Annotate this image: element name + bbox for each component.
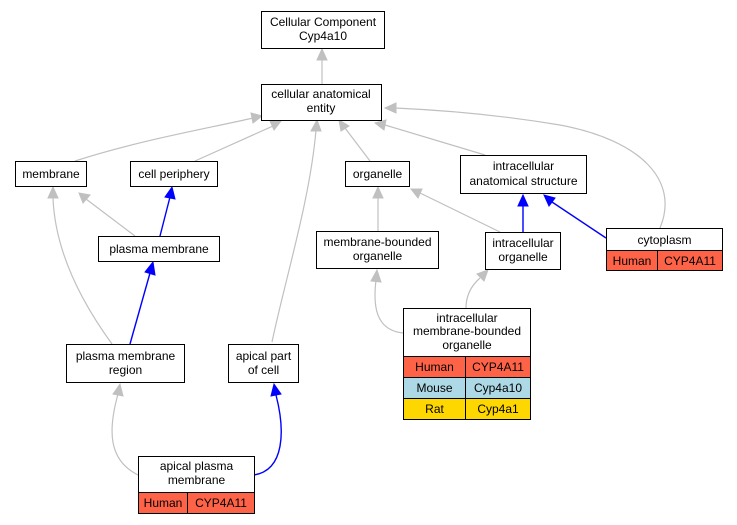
edge-imbo-to-io <box>465 269 489 309</box>
edge-apm-to-pmr <box>111 382 139 476</box>
edge-io-to-ias <box>517 193 529 232</box>
node-label-line: cell periphery <box>138 167 209 181</box>
node-label-line: apical plasma <box>160 459 234 473</box>
node-organelle[interactable]: organelle <box>345 161 410 187</box>
node-plasma-membrane-region[interactable]: plasma membrane region <box>66 344 185 383</box>
gene-label: Cyp4a1 <box>477 402 519 416</box>
edge-cae-to-root <box>316 47 328 84</box>
edge-apm-to-apc <box>253 382 282 476</box>
node-box <box>98 236 220 262</box>
node-apical-part-of-cell[interactable]: apical part of cell <box>228 344 299 383</box>
ortholog-row-human: Human CYP4A11 <box>403 356 531 378</box>
node-cell-periphery[interactable]: cell periphery <box>130 161 218 187</box>
node-label-line: anatomical structure <box>469 174 577 188</box>
node-box <box>15 161 87 187</box>
edge-plasma-membrane-to-membrane <box>78 192 136 237</box>
edge-cytoplasm-to-ias <box>543 194 607 239</box>
gene-label: Cyp4a10 <box>474 381 522 395</box>
node-box <box>485 232 561 270</box>
node-label-line: Cellular Component <box>270 15 377 29</box>
node-label-line: intracellular <box>492 236 553 250</box>
edge-mbo-to-organelle <box>372 185 384 231</box>
ortholog-row-human: Human CYP4A11 <box>606 250 723 271</box>
ortholog-row-human: Human CYP4A11 <box>138 492 255 514</box>
edge-pmr-to-membrane <box>47 185 113 345</box>
species-label: Human <box>144 496 183 510</box>
edges <box>47 47 666 476</box>
node-box <box>316 231 439 269</box>
species-label: Rat <box>425 402 444 416</box>
node-label-line: membrane-bounded <box>323 235 431 249</box>
node-label-line: apical part <box>236 349 292 363</box>
node-intracellular-membrane-bounded-organelle[interactable]: intracellular membrane-bounded organelle… <box>403 308 531 420</box>
edge-cell-periphery-to-cae <box>194 120 283 162</box>
ortholog-row-mouse: Mouse Cyp4a10 <box>403 377 531 399</box>
node-label-line: cytoplasm <box>637 233 691 247</box>
node-label-line: organelle <box>498 250 548 264</box>
node-label-line: Cyp4a10 <box>299 29 347 43</box>
node-label-line: organelle <box>353 249 403 263</box>
node-box <box>345 161 410 187</box>
gene-label: CYP4A11 <box>472 360 524 374</box>
node-label-line: membrane <box>168 473 226 487</box>
node-label-line: entity <box>307 101 336 115</box>
node-label-line: organelle <box>442 338 492 352</box>
node-label-line: membrane-bounded <box>413 324 521 338</box>
node-membrane-bounded-organelle[interactable]: membrane-bounded organelle <box>316 231 439 269</box>
node-label-line: plasma membrane <box>76 349 176 363</box>
edge-plasma-membrane-to-cell-periphery <box>159 185 176 237</box>
node-cytoplasm[interactable]: cytoplasm Human CYP4A11 <box>606 228 723 271</box>
edge-ias-to-cae <box>373 119 486 156</box>
node-membrane[interactable]: membrane <box>15 161 87 187</box>
node-label-line: plasma membrane <box>109 242 209 256</box>
species-label: Human <box>415 360 454 374</box>
node-label-line: membrane <box>22 167 80 181</box>
edge-cytoplasm-to-cae <box>383 102 666 229</box>
gene-cell <box>657 250 723 271</box>
node-box <box>460 155 587 194</box>
node-label-line: region <box>109 363 142 377</box>
node-intracellular-anatomical-structure[interactable]: intracellular anatomical structure <box>460 155 587 194</box>
node-box <box>130 161 218 187</box>
edge-membrane-to-cae <box>74 112 264 162</box>
node-cellular-anatomical-entity[interactable]: cellular anatomical entity <box>261 84 382 121</box>
node-root[interactable]: Cellular Component Cyp4a10 <box>261 11 385 49</box>
gene-cell <box>465 398 531 420</box>
species-label: Mouse <box>416 381 452 395</box>
node-label-line: of cell <box>248 363 279 377</box>
edge-io-to-organelle <box>409 188 501 233</box>
node-label-line: cellular anatomical <box>271 87 370 101</box>
gene-cell <box>187 492 255 514</box>
edge-imbo-to-mbo <box>370 268 404 334</box>
node-box <box>228 344 299 383</box>
ortholog-row-rat: Rat Cyp4a1 <box>403 398 531 420</box>
edge-apc-to-cae <box>271 118 322 343</box>
node-label-line: organelle <box>353 167 403 181</box>
node-label-line: intracellular <box>493 159 554 173</box>
species-label: Human <box>613 254 652 268</box>
edge-pmr-to-plasma-membrane <box>129 260 156 345</box>
node-box <box>66 344 185 383</box>
node-apical-plasma-membrane[interactable]: apical plasma membrane Human CYP4A11 <box>138 456 255 514</box>
node-box <box>261 84 382 121</box>
node-label-line: intracellular <box>436 311 497 325</box>
gene-label: CYP4A11 <box>195 496 247 510</box>
node-intracellular-organelle[interactable]: intracellular organelle <box>485 232 561 270</box>
gene-label: CYP4A11 <box>664 254 716 268</box>
node-box <box>261 11 385 49</box>
edge-organelle-to-cae <box>338 119 371 162</box>
node-plasma-membrane[interactable]: plasma membrane <box>98 236 220 262</box>
